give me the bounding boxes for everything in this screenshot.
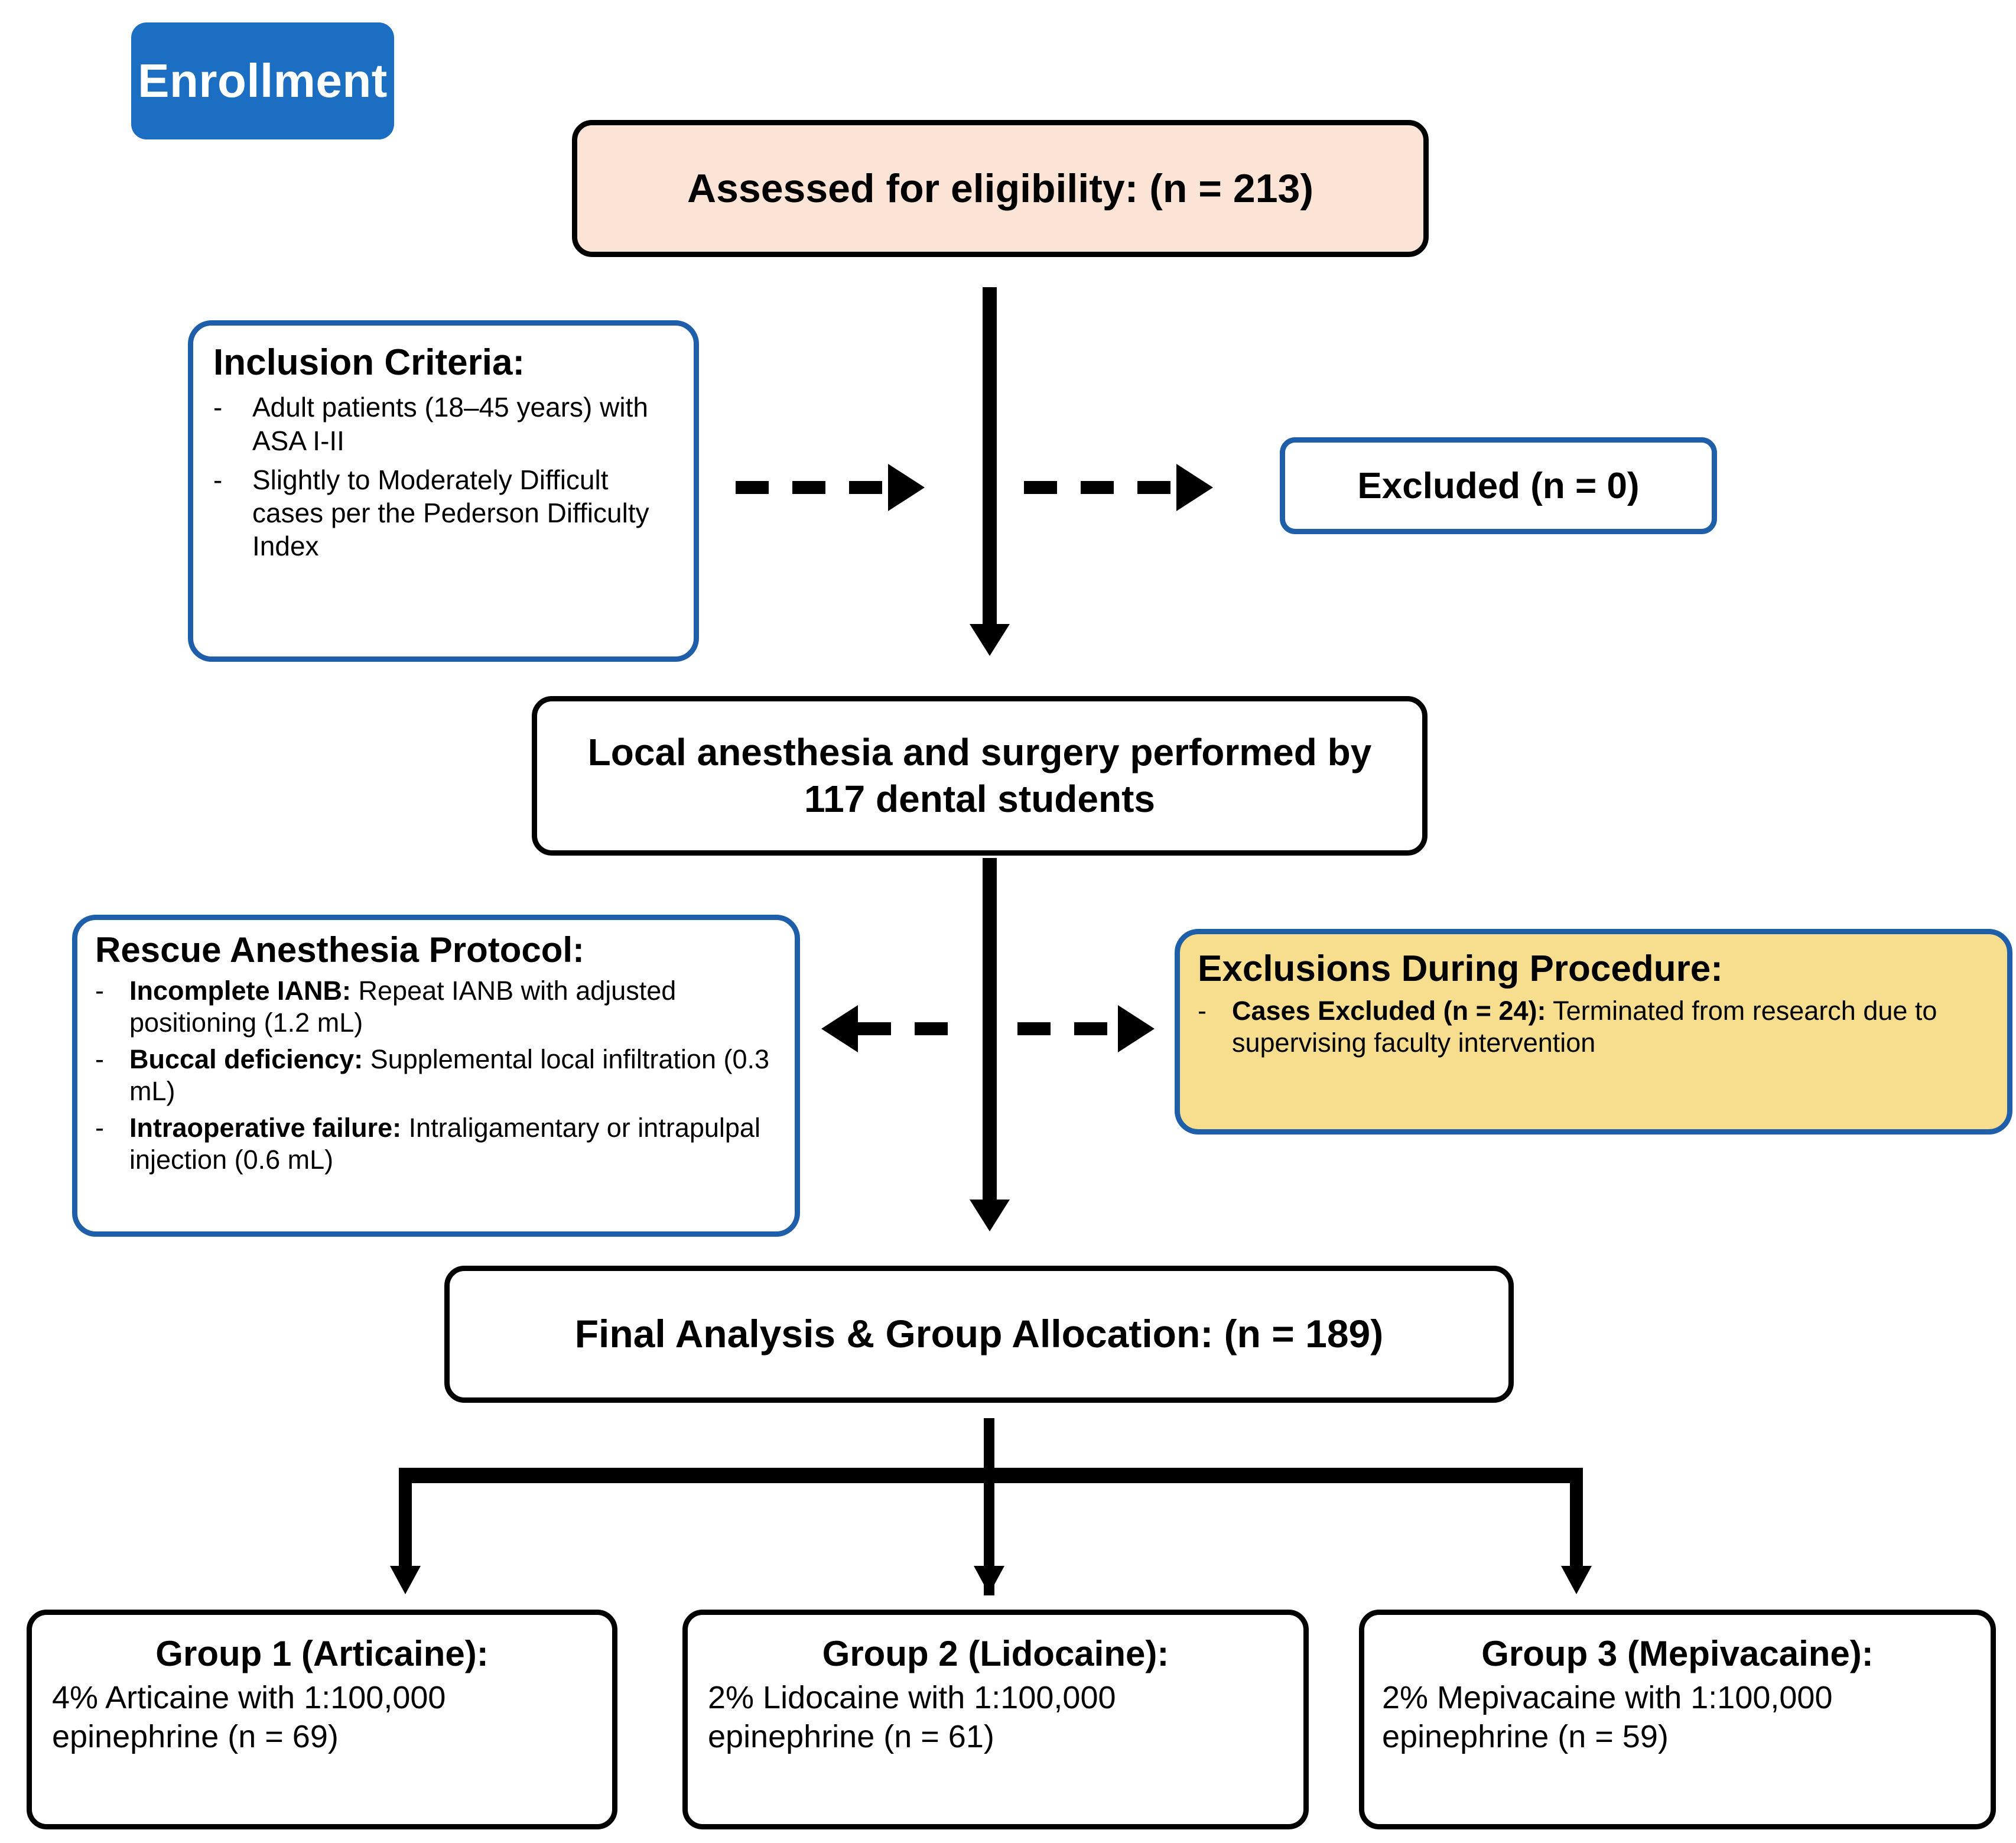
exclusions-item-rest: Terminated from research due to supervis… — [1232, 996, 1937, 1058]
rescue-protocol-box: Rescue Anesthesia Protocol: - Incomplete… — [72, 915, 800, 1237]
arrowhead-trunk-to-rescue — [821, 1005, 858, 1052]
list-item: - Intraoperative failure: Intraligamenta… — [95, 1112, 777, 1176]
bullet-dash: - — [1198, 996, 1207, 1026]
list-item: - Buccal deficiency: Supplemental local … — [95, 1044, 777, 1107]
arrowhead-trunk-to-exclusions — [1118, 1005, 1155, 1052]
arrowhead-to-group-1 — [390, 1566, 421, 1594]
group-body: 4% Articaine with 1:100,000 epinephrine … — [52, 1680, 446, 1754]
rescue-list: - Incomplete IANB: Repeat IANB with adju… — [95, 975, 777, 1176]
inclusion-heading: Inclusion Criteria: — [213, 342, 525, 383]
rescue-item-lead: Intraoperative failure: — [129, 1112, 402, 1143]
inclusion-item-text: Slightly to Moderately Difficult cases p… — [252, 464, 649, 561]
arrowhead-to-final-analysis — [970, 1200, 1010, 1231]
exclusions-item-lead: Cases Excluded (n = 24): — [1232, 996, 1546, 1026]
arrowhead-trunk-to-excluded — [1176, 464, 1213, 511]
anesthesia-text: Local anesthesia and surgery performed b… — [587, 730, 1372, 820]
group-title: Group 2 (Lidocaine): — [822, 1634, 1169, 1673]
inclusion-criteria-box: Inclusion Criteria: - Adult patients (18… — [188, 320, 699, 662]
inclusion-item-text: Adult patients (18–45 years) with ASA I-… — [252, 392, 648, 456]
excluded-box: Excluded (n = 0) — [1280, 437, 1717, 534]
rescue-heading: Rescue Anesthesia Protocol: — [95, 930, 585, 970]
arrowhead-to-anesthesia — [970, 624, 1010, 656]
enrollment-label: Enrollment — [138, 54, 388, 107]
bullet-dash: - — [95, 1044, 104, 1074]
arrowhead-inclusion-to-trunk — [888, 464, 925, 511]
list-item: - Slightly to Moderately Difficult cases… — [213, 463, 674, 563]
group-title: Group 1 (Articaine): — [155, 1634, 489, 1673]
list-item: - Cases Excluded (n = 24): Terminated fr… — [1198, 995, 1989, 1059]
trunk-line-anesthesia-to-final — [983, 858, 997, 1205]
arrowhead-to-group-2 — [974, 1566, 1004, 1594]
exclusions-during-procedure-box: Exclusions During Procedure: - Cases Exc… — [1175, 929, 2012, 1135]
rescue-item-lead: Incomplete IANB: — [129, 975, 352, 1006]
dashed-connector-exclusions — [1017, 1022, 1118, 1035]
group-box-3: Group 3 (Mepivacaine): 2% Mepivacaine wi… — [1359, 1610, 1996, 1829]
group-title: Group 3 (Mepivacaine): — [1481, 1634, 1874, 1673]
final-analysis-text: Final Analysis & Group Allocation: (n = … — [574, 1312, 1384, 1356]
eligibility-box: Assessed for eligibility: (n = 213) — [572, 120, 1429, 257]
rescue-item-rest: Intraligamentary or intrapulpal injectio… — [129, 1112, 760, 1175]
dashed-connector-excluded — [1024, 481, 1176, 494]
final-analysis-box: Final Analysis & Group Allocation: (n = … — [444, 1266, 1514, 1403]
branch-drop-right — [1570, 1468, 1583, 1574]
rescue-item-lead: Buccal deficiency: — [129, 1044, 363, 1074]
inclusion-list: - Adult patients (18–45 years) with ASA … — [213, 391, 674, 563]
list-item: - Incomplete IANB: Repeat IANB with adju… — [95, 975, 777, 1039]
group-box-2: Group 2 (Lidocaine): 2% Lidocaine with 1… — [682, 1610, 1309, 1829]
rescue-item-rest: Repeat IANB with adjusted positioning (1… — [129, 975, 677, 1038]
group-body: 2% Mepivacaine with 1:100,000 epinephrin… — [1382, 1680, 1833, 1754]
anesthesia-box: Local anesthesia and surgery performed b… — [532, 696, 1428, 856]
branch-drop-left — [399, 1468, 412, 1574]
eligibility-text: Assessed for eligibility: (n = 213) — [687, 165, 1313, 211]
enrollment-badge: Enrollment — [131, 22, 394, 139]
rescue-item-rest: Supplemental local infiltration (0.3 mL) — [129, 1044, 770, 1106]
dashed-connector-rescue — [858, 1022, 958, 1035]
group-body: 2% Lidocaine with 1:100,000 epinephrine … — [708, 1680, 1116, 1754]
bullet-dash: - — [95, 975, 104, 1006]
branch-stem — [984, 1418, 994, 1595]
exclusions-heading: Exclusions During Procedure: — [1198, 948, 1723, 989]
bullet-dash: - — [213, 392, 223, 423]
branch-bar — [399, 1468, 1583, 1483]
exclusions-list: - Cases Excluded (n = 24): Terminated fr… — [1198, 995, 1989, 1059]
bullet-dash: - — [95, 1112, 104, 1143]
excluded-text: Excluded (n = 0) — [1357, 465, 1640, 506]
arrowhead-to-group-3 — [1561, 1566, 1592, 1594]
bullet-dash: - — [213, 464, 223, 495]
group-box-1: Group 1 (Articaine): 4% Articaine with 1… — [27, 1610, 617, 1829]
trunk-line-eligibility-to-anesthesia — [983, 287, 997, 630]
list-item: - Adult patients (18–45 years) with ASA … — [213, 391, 674, 457]
dashed-connector-inclusion — [736, 481, 888, 494]
